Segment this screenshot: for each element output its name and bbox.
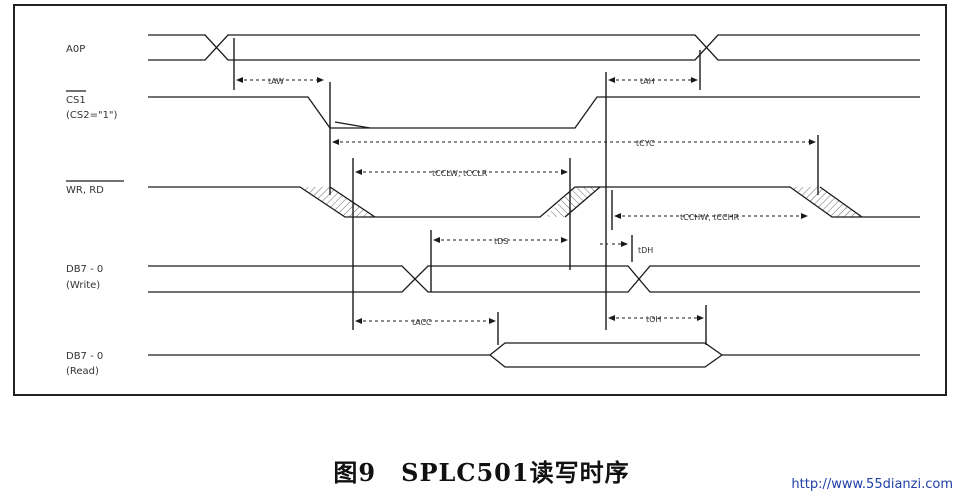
tah-label: tAH	[640, 77, 655, 86]
tccl-dimension: tCCLW, tCCLR	[352, 158, 571, 330]
diagram-frame	[13, 4, 947, 396]
wr-rd-label: WR, RD	[66, 185, 104, 196]
db-read-sublabel: (Read)	[66, 366, 99, 377]
toh-dimension: tOH	[608, 305, 707, 345]
timing-diagram: A0P tAW tAH CS1 (CS2="1") tCYC	[13, 4, 947, 396]
taw-label: tAW	[268, 77, 284, 86]
tdh-dimension: tDH	[600, 235, 653, 262]
toh-label: tOH	[646, 315, 661, 324]
cs1-waveform	[148, 96, 920, 129]
tdh-label: tDH	[638, 246, 653, 255]
db-read-waveform	[148, 342, 920, 368]
taw-dimension: tAW	[233, 38, 324, 90]
tcch-label: tCCHW, tCCHR	[680, 213, 740, 222]
tcyc-dimension: tCYC	[329, 82, 819, 195]
db-write-label: DB7 - 0	[66, 264, 103, 275]
cs1-sublabel: (CS2="1")	[66, 110, 118, 121]
tds-label: tDS	[494, 237, 508, 246]
tcch-dimension: tCCHW, tCCHR	[611, 190, 808, 230]
cs1-label: CS1	[66, 95, 86, 106]
watermark-url: http://www.55dianzi.com	[791, 477, 953, 492]
tds-dimension: tDS	[430, 230, 568, 292]
tcyc-label: tCYC	[636, 139, 655, 148]
tacc-dimension: tACC	[355, 312, 499, 345]
a0p-waveform	[148, 34, 920, 61]
a0p-label: A0P	[66, 44, 85, 55]
db-write-sublabel: (Write)	[66, 280, 100, 291]
tah-dimension: tAH	[605, 50, 701, 330]
figure-caption: 图9 SPLC501读写时序	[333, 458, 630, 487]
db-read-label: DB7 - 0	[66, 351, 103, 362]
tccl-label: tCCLW, tCCLR	[432, 169, 488, 178]
db-write-waveform	[148, 265, 920, 293]
tacc-label: tACC	[412, 318, 432, 327]
wr-rd-waveform	[148, 186, 920, 218]
